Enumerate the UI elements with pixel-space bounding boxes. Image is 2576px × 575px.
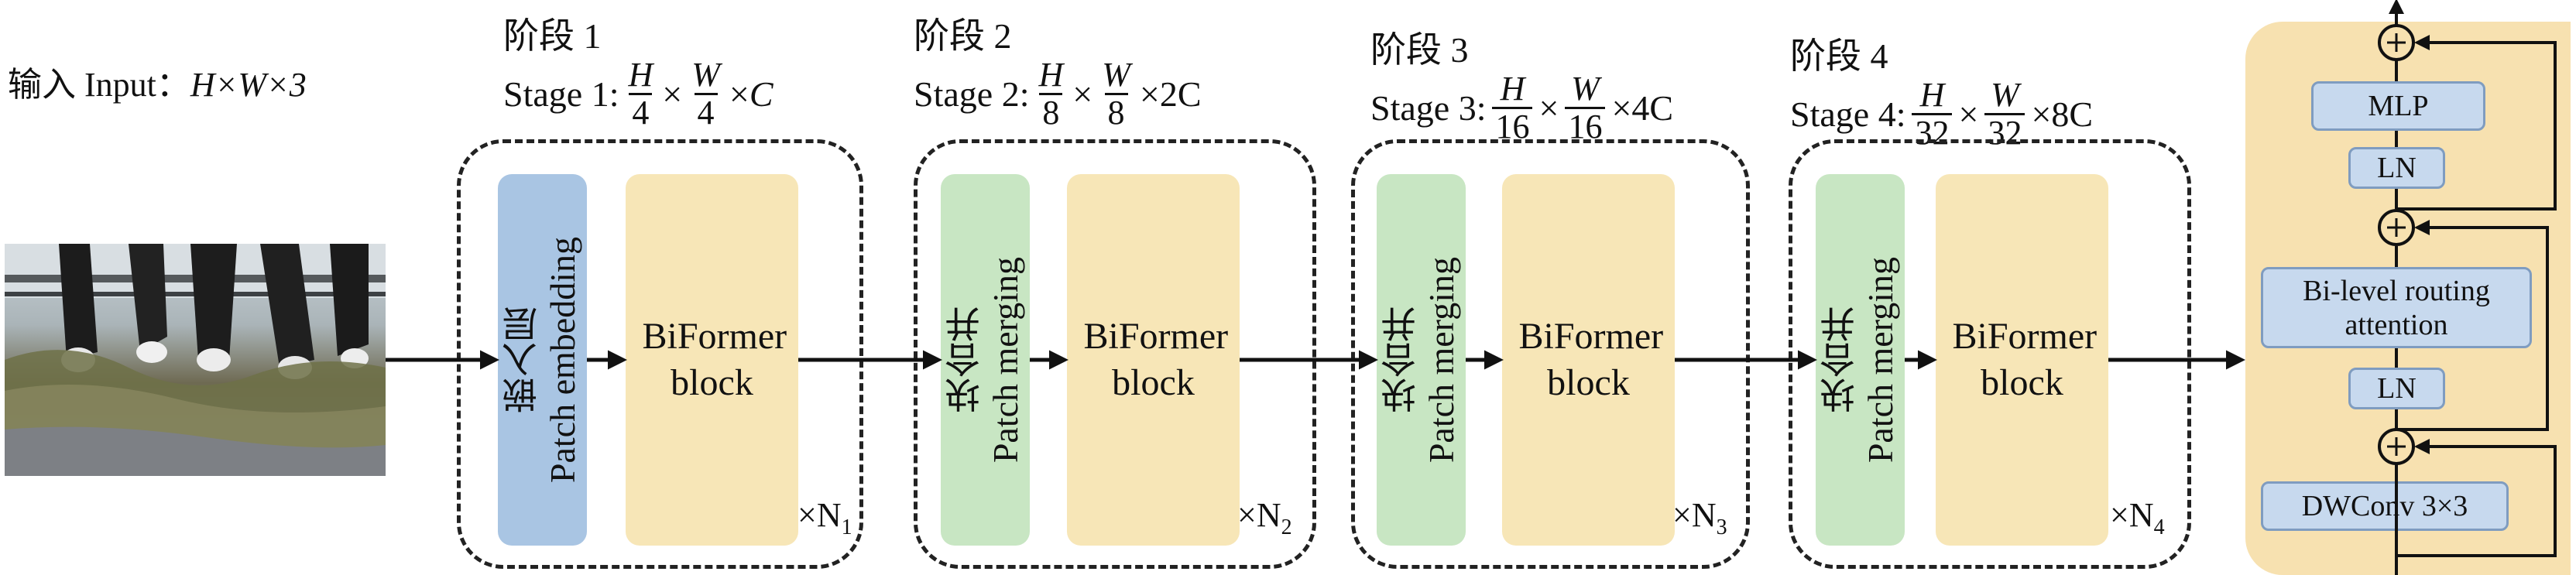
- stage-1-container: [457, 139, 863, 569]
- stage-4-biformer-label: BiFormer block: [1952, 316, 2098, 403]
- stage-1-title-cn: 阶段 1: [503, 16, 602, 56]
- stage-3-repeat: ×N3: [1672, 496, 1727, 539]
- stage-2-biformer-block: BiFormer block: [1067, 174, 1240, 546]
- stage-2-biformer-label: BiFormer block: [1083, 316, 1229, 403]
- stage-2-container: [914, 139, 1316, 569]
- stage-2-title-en: Stage 2: [914, 74, 1020, 114]
- stage-3-title-en: Stage 3: [1370, 87, 1477, 128]
- stage-4-title-en: Stage 4: [1790, 94, 1896, 134]
- stage-3-title-cn: 阶段 3: [1370, 30, 1469, 70]
- stage-4-biformer-block: BiFormer block: [1936, 174, 2108, 546]
- input-image: [5, 244, 386, 476]
- stage-2-repeat: ×N2: [1237, 496, 1292, 539]
- ln-bottom-box: LN: [2348, 368, 2445, 409]
- stage-4-channels: 8C: [2051, 94, 2094, 134]
- stage-1-title-en: Stage 1: [503, 74, 609, 114]
- stage-1-biformer-block: BiFormer block: [626, 174, 798, 546]
- stage-3-biformer-label: BiFormer block: [1518, 316, 1664, 403]
- input-label-text: 输入 Input：: [8, 66, 190, 104]
- stage-1-repeat: ×N1: [797, 496, 852, 539]
- mlp-box: MLP: [2311, 81, 2485, 131]
- stage-4-container: [1789, 139, 2191, 569]
- stage-4-title-cn: 阶段 4: [1790, 36, 1888, 76]
- stage-3-container: [1351, 139, 1750, 569]
- stage-4-repeat: ×N4: [2110, 496, 2165, 539]
- input-label: 输入 Input：H×W×3: [8, 68, 307, 102]
- input-dims: H×W×3: [190, 66, 307, 104]
- ln-top-box: LN: [2348, 147, 2445, 189]
- stage-3-biformer-block: BiFormer block: [1502, 174, 1675, 546]
- stage-3-channels: 4C: [1631, 87, 1674, 128]
- stage-2-channels: 2C: [1159, 74, 1202, 114]
- stage-2-title-cn: 阶段 2: [914, 16, 1012, 56]
- stage-1-channels: C: [749, 74, 773, 114]
- stage-1-biformer-label: BiFormer block: [642, 316, 787, 403]
- attention-box: Bi-level routing attention: [2261, 267, 2532, 348]
- dwconv-box: DWConv 3×3: [2261, 481, 2509, 531]
